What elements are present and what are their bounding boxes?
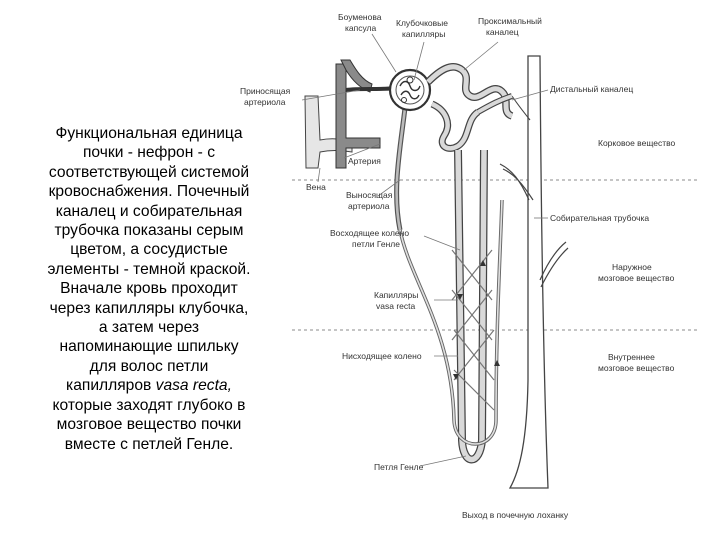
caption-line: которые заходят глубоко в [52, 396, 246, 414]
caption-line: соответствующей системой [48, 163, 250, 181]
caption-line: а затем через [98, 319, 200, 337]
caption-line: напоминающие шпильку [59, 338, 239, 356]
flow-arrows [453, 260, 500, 380]
label-vasa-recta: Капилляры [374, 290, 418, 300]
label-bowman-capsule-2: капсула [345, 23, 377, 33]
caption-line: Функциональная единица [55, 125, 243, 142]
label-bowman-capsule: Боуменова [338, 12, 382, 22]
caption-line: каналец и собирательная [55, 202, 243, 220]
label-exit-renal-pelvis: Выход в почечную лоханку [462, 510, 569, 520]
caption-line: через капилляры клубочка, [49, 299, 249, 317]
collecting-duct [499, 55, 569, 489]
label-afferent-arteriole-2: артериола [244, 97, 286, 107]
artery [335, 59, 381, 169]
caption-line-vasa-recta: капилляров vasa recta, [18, 376, 280, 395]
caption-line: мозговое вещество почки [56, 416, 242, 434]
zone-label-outer-1: Наружное [612, 262, 652, 272]
caption-italic-term: vasa recta, [155, 377, 232, 395]
caption-line: для волос петли [89, 357, 209, 375]
caption-line: цветом, а сосудистые [70, 241, 228, 259]
caption-line: кровоснабжения. Почечный [48, 183, 250, 201]
glomerulus [388, 68, 432, 112]
zone-label-outer-2: мозговое вещество [598, 273, 675, 283]
zone-label-inner-2: мозговое вещество [598, 363, 675, 373]
label-collecting-duct: Собирательная трубочка [550, 213, 649, 223]
caption-line: элементы - темной краской. [47, 260, 251, 278]
zone-label-cortex: Корковое вещество [598, 138, 676, 148]
zone-label-inner-1: Внутреннее [608, 352, 655, 362]
caption-line: вместе с петлей Генле. [64, 435, 234, 453]
label-proximal-tubule: Проксимальный [478, 16, 542, 26]
label-ascending-limb: Восходящее колено [330, 228, 409, 238]
label-vasa-recta-2: vasa recta [376, 301, 415, 311]
caption-text: Функциональная единица почки - нефрон - … [18, 124, 280, 454]
label-artery: Артерия [348, 156, 381, 166]
label-glomerular-capillaries: Клубочковые [396, 18, 448, 28]
caption-fragment: капилляров [66, 377, 152, 395]
efferent-arteriole-lumen [395, 107, 407, 231]
label-proximal-tubule-2: каналец [486, 27, 519, 37]
label-descending-limb: Нисходящее колено [342, 351, 422, 361]
afferent-arteriole [345, 86, 397, 92]
distal-to-collecting-fill [477, 94, 513, 114]
caption-line: почки - нефрон - с [82, 144, 215, 162]
caption-line: трубочка показаны серым [54, 222, 244, 240]
label-glomerular-capillaries-2: капилляры [402, 29, 445, 39]
label-efferent-arteriole-2: артериола [348, 201, 390, 211]
leader-lines [301, 33, 549, 467]
caption-line: Вначале кровь проходит [60, 280, 238, 298]
label-distal-tubule: Дистальный каналец [550, 84, 633, 94]
label-afferent-arteriole: Приносящая [240, 86, 291, 96]
label-ascending-limb-2: петли Генле [352, 239, 400, 249]
vasa-recta [398, 199, 504, 446]
label-loop-of-henle: Петля Генле [374, 462, 424, 472]
label-vein: Вена [306, 182, 326, 192]
distal-tubule [430, 101, 480, 151]
label-efferent-arteriole: Выносящая [346, 190, 393, 200]
